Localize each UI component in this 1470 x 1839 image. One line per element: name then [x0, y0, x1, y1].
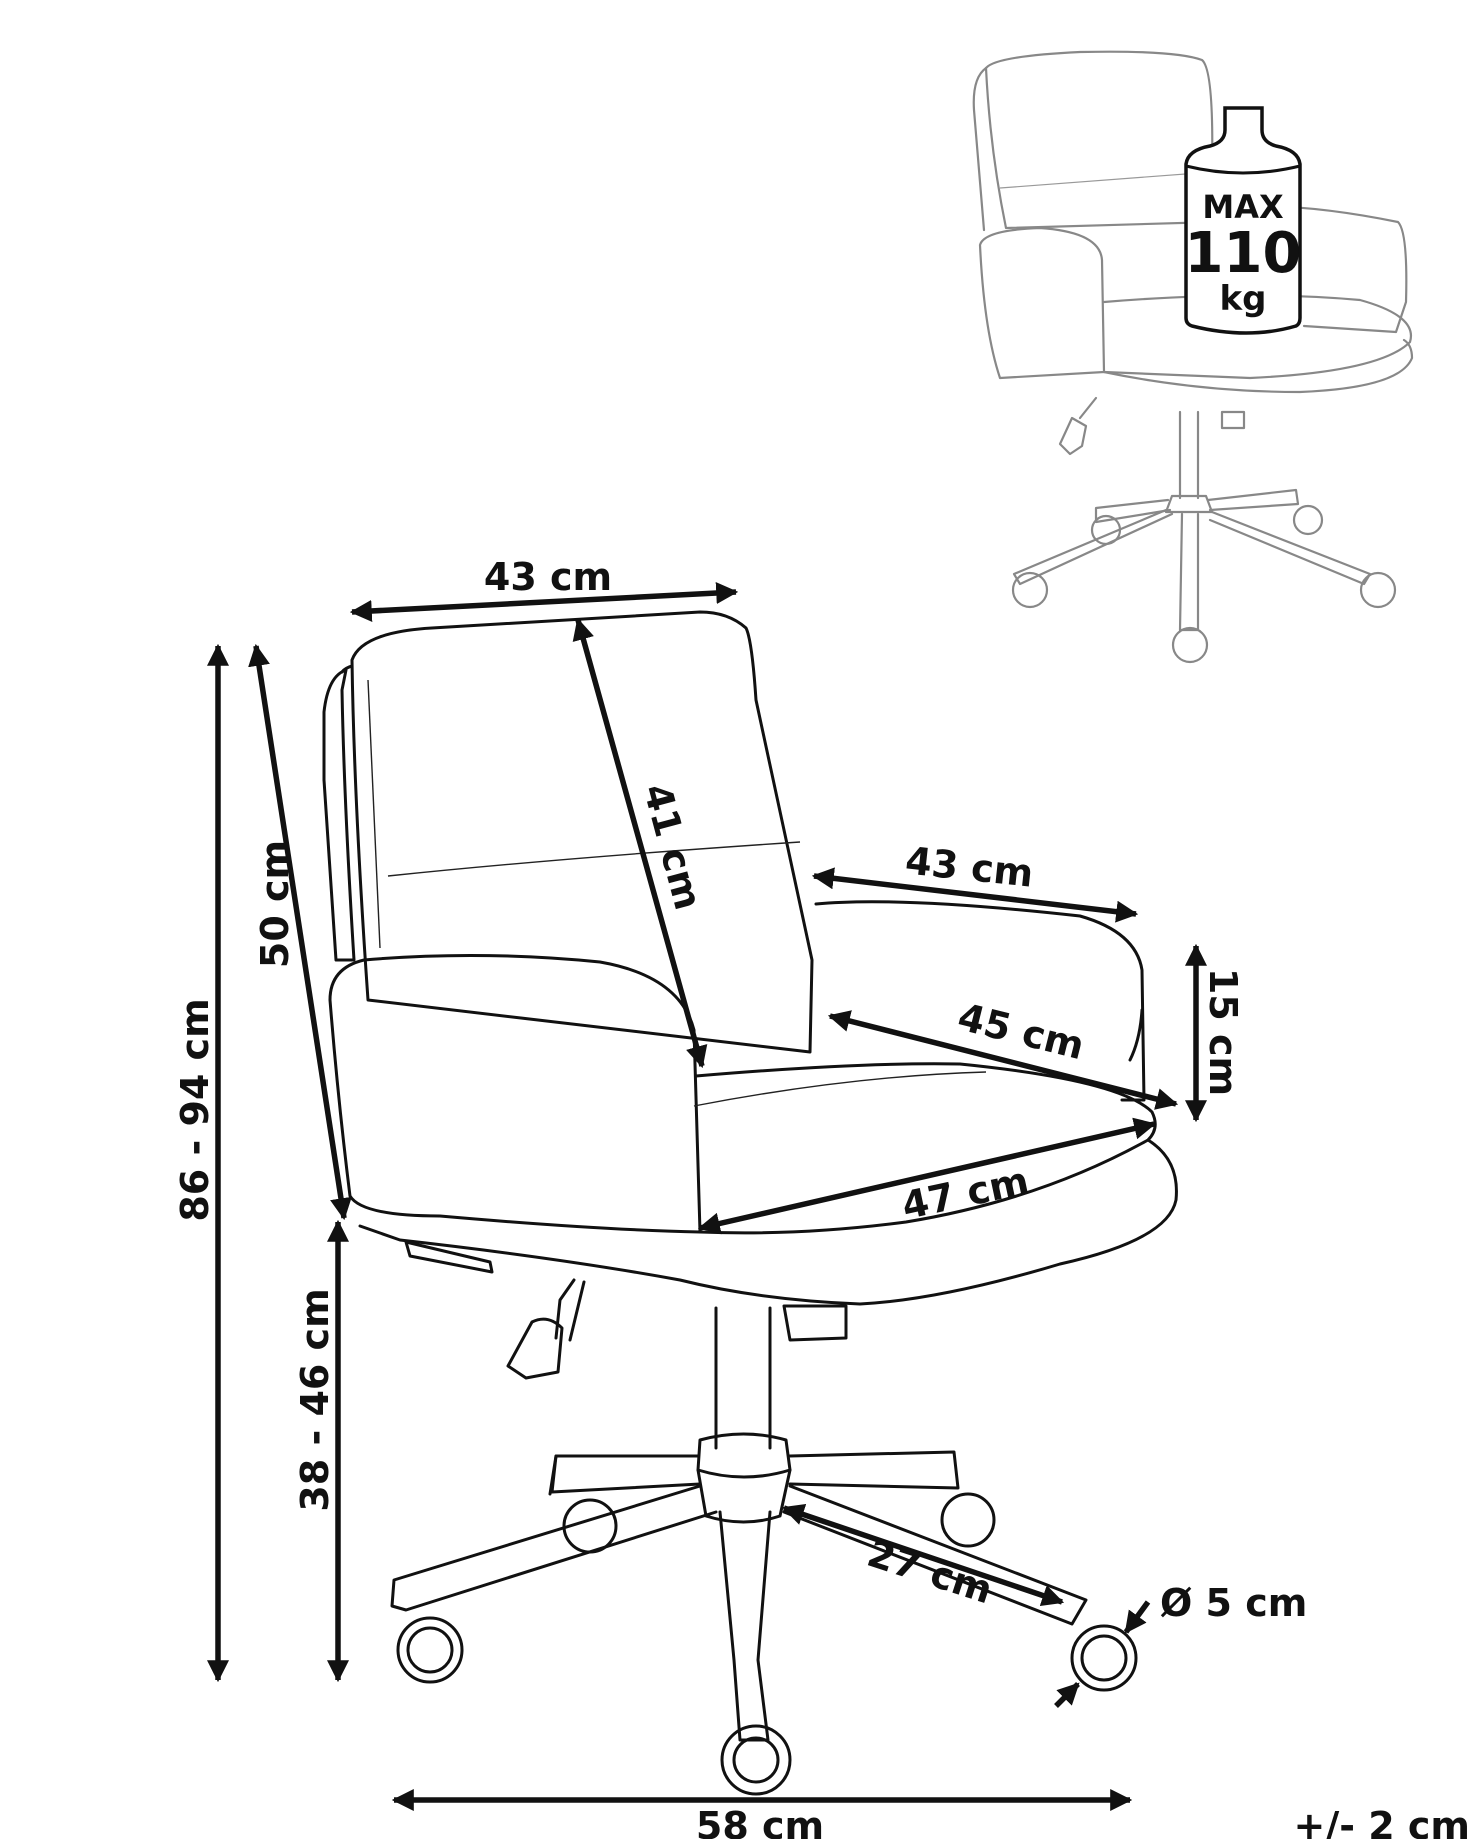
dim-line-caster-bottom: [1054, 1682, 1080, 1708]
preview-chair: [972, 50, 1414, 664]
label-back-width: 43 cm: [484, 555, 612, 599]
dimension-labels: 43 cm 41 cm 86 - 94 cm 50 cm 38 - 46 cm …: [173, 555, 1470, 1839]
badge-value: 110: [1185, 221, 1302, 286]
dim-line-backrest-height: [248, 643, 352, 1221]
badge-max-label: MAX: [1202, 188, 1284, 226]
label-total-height: 86 - 94 cm: [173, 998, 217, 1221]
max-load-badge: MAX 110 kg: [1184, 106, 1302, 335]
dim-line-back-height: [572, 617, 708, 1069]
label-back-height: 41 cm: [635, 779, 711, 914]
label-seat-depth: 45 cm: [954, 995, 1089, 1069]
dim-line-arm-length: [811, 867, 1139, 923]
dim-line-base-leg: [781, 1503, 1065, 1607]
label-tolerance: +/- 2 cm: [1293, 1804, 1470, 1839]
label-base-width: 58 cm: [696, 1804, 824, 1839]
label-arm-height: 15 cm: [1201, 968, 1245, 1096]
dim-line-seat-depth: [827, 1010, 1179, 1110]
main-chair: [322, 610, 1178, 1796]
badge-unit: kg: [1220, 279, 1267, 319]
label-caster-diameter: Ø 5 cm: [1160, 1581, 1307, 1625]
dimension-lines: [207, 582, 1207, 1811]
label-seat-height: 38 - 46 cm: [293, 1288, 337, 1511]
dim-line-seat-width: [697, 1117, 1157, 1235]
dim-line-caster-top: [1123, 1600, 1151, 1634]
dim-line-back-width: [349, 582, 739, 622]
label-backrest-height: 50 cm: [253, 840, 297, 968]
